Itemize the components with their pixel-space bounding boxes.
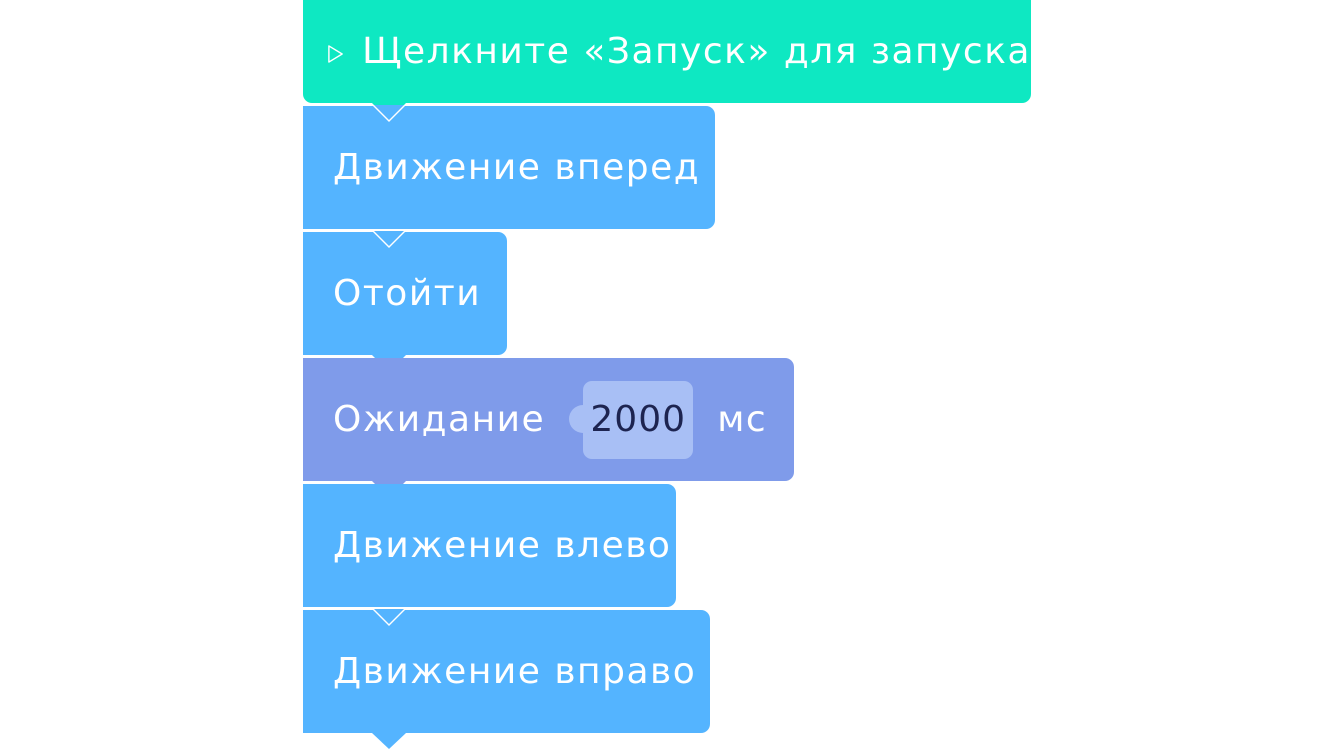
wait-duration-input[interactable]: 2000 <box>569 380 694 459</box>
move-right-block[interactable]: Движение вправо <box>303 609 710 733</box>
start-block[interactable]: Щелкните «Запуск» для запуска <box>303 0 1031 120</box>
move-away-block[interactable]: Отойти <box>303 231 507 372</box>
move-left-block[interactable]: Движение влево <box>303 484 676 607</box>
move-away-label: Отойти <box>333 273 482 314</box>
move-right-label: Движение вправо <box>333 651 697 692</box>
play-icon <box>328 44 343 63</box>
start-block-label: Щелкните «Запуск» для запуска <box>362 31 1031 72</box>
wait-label: Ожидание <box>333 399 546 440</box>
wait-duration-value: 2000 <box>590 399 687 440</box>
move-forward-label: Движение вперед <box>333 147 701 188</box>
wait-block[interactable]: Ожидание 2000 мс <box>303 358 794 498</box>
move-left-label: Движение влево <box>333 525 672 566</box>
move-forward-block[interactable]: Движение вперед <box>303 105 715 229</box>
block-connector <box>372 733 406 749</box>
wait-unit-label: мс <box>717 399 768 440</box>
